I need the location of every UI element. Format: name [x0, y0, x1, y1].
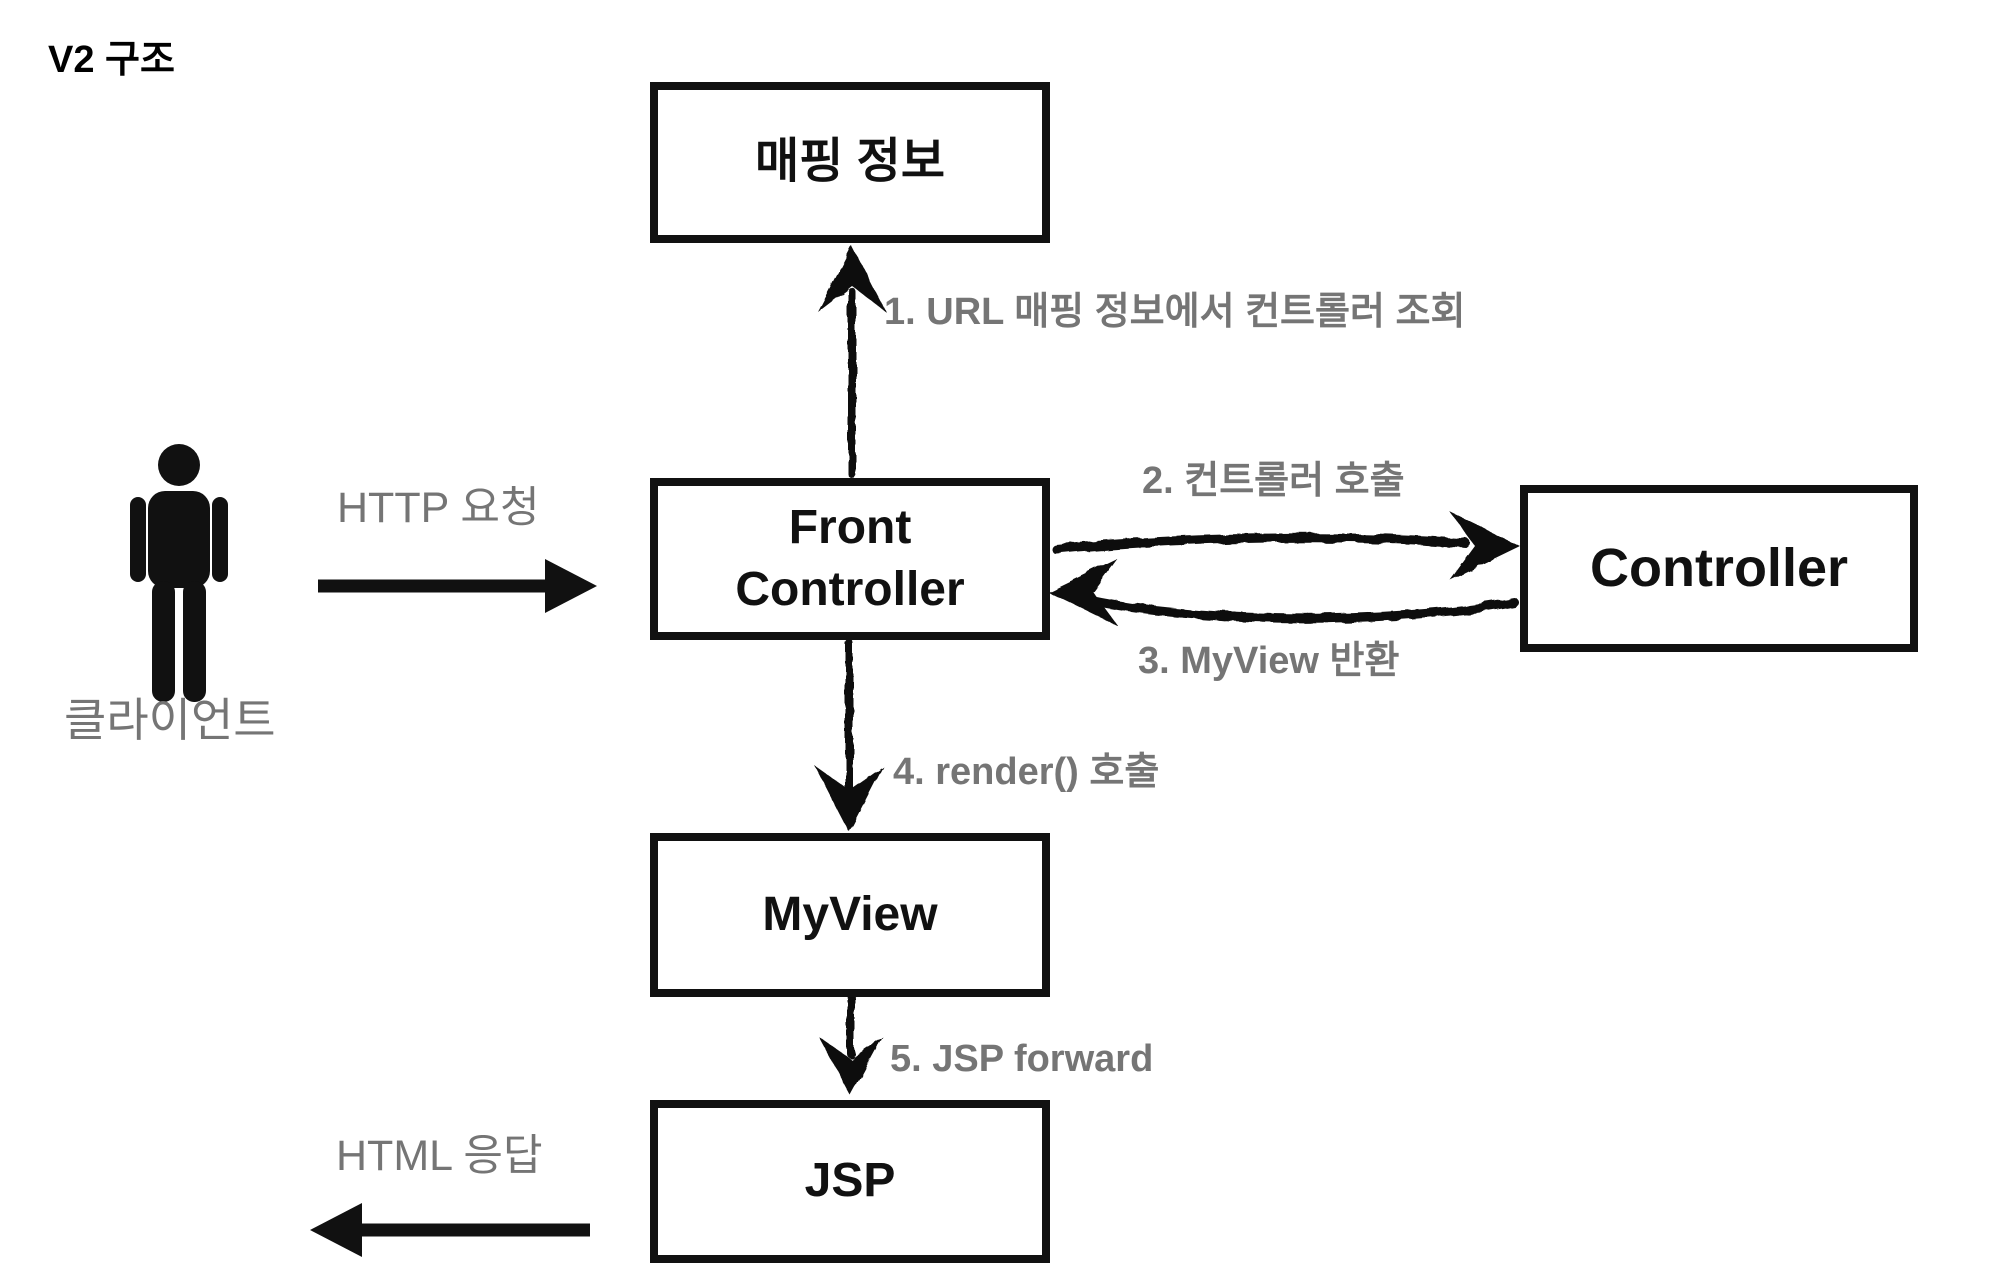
mapping-info-label: 매핑 정보 — [755, 135, 945, 189]
step5-label: 5. JSP forward — [890, 1038, 1154, 1080]
html-response-label: HTML 응답 — [336, 1132, 543, 1180]
jsp-box: JSP — [650, 1100, 1050, 1263]
page-title: V2 구조 — [48, 39, 175, 81]
controller-label: Controller — [1589, 538, 1848, 599]
myview-box: MyView — [650, 833, 1050, 997]
step3-arrow — [1048, 558, 1519, 626]
http-request-label: HTTP 요청 — [337, 484, 540, 532]
myview-label: MyView — [762, 887, 938, 941]
html-response-arrow — [310, 1203, 590, 1257]
step3-label: 3. MyView 반환 — [1138, 640, 1400, 682]
controller-box: Controller — [1520, 485, 1918, 652]
client-label: 클라이언트 — [64, 694, 276, 746]
mapping-info-box: 매핑 정보 — [650, 82, 1050, 243]
jsp-label: JSP — [804, 1154, 896, 1208]
person-icon — [130, 444, 228, 702]
step1-label: 1. URL 매핑 정보에서 컨트롤러 조회 — [884, 291, 1466, 333]
front-controller-box: Front Controller — [650, 478, 1050, 640]
http-request-arrow — [318, 559, 597, 613]
step4-label: 4. render() 호출 — [893, 751, 1160, 793]
step2-label: 2. 컨트롤러 호출 — [1142, 460, 1405, 502]
step2-arrow — [1051, 512, 1520, 580]
front-controller-label: Front Controller — [735, 500, 965, 616]
step1-arrow — [818, 246, 886, 478]
step4-arrow — [815, 639, 883, 832]
step5-arrow — [819, 994, 883, 1096]
